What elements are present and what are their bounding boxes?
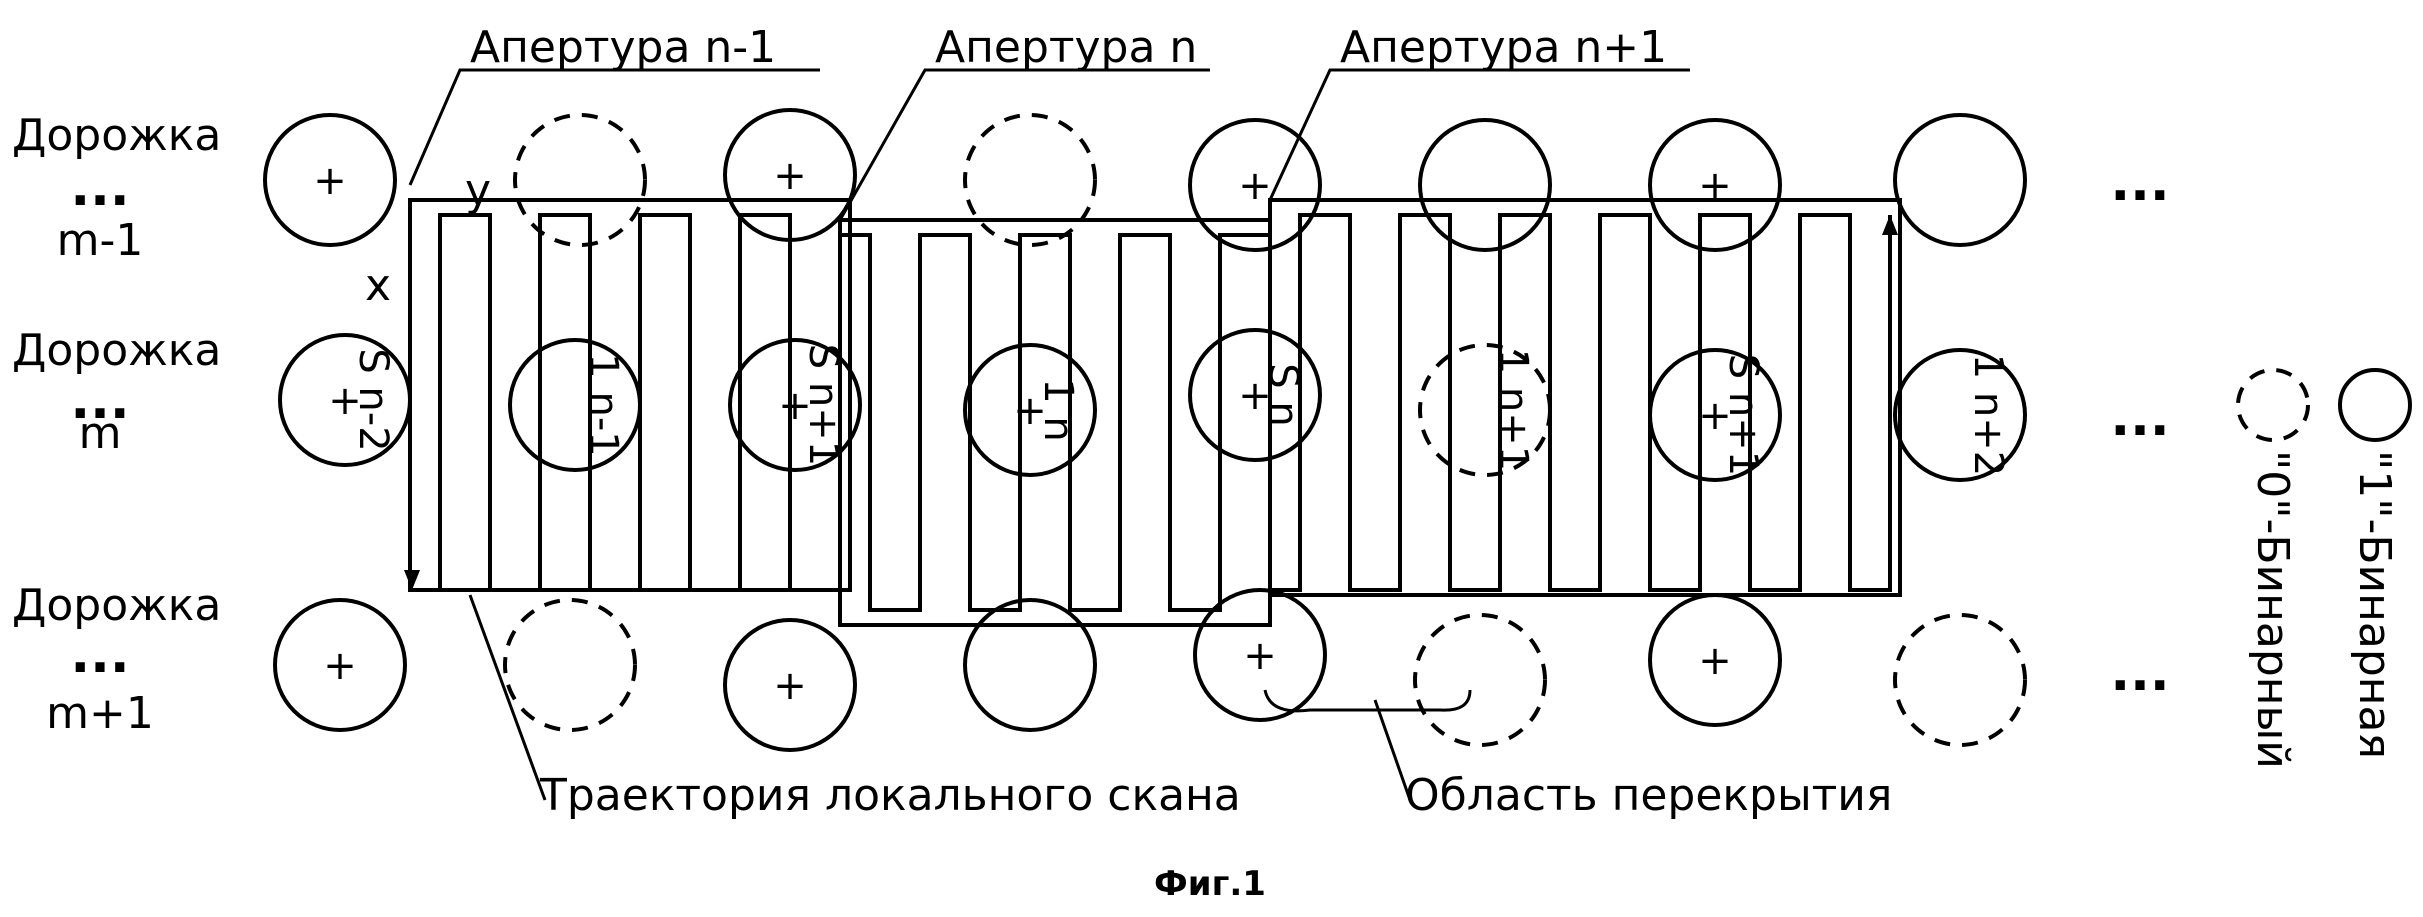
plus-sign: + [323, 643, 357, 689]
legend-zero-symbol [2238, 370, 2308, 440]
scan-leader [470, 595, 545, 800]
mark-index-labels: S n-2 1 n-1 S n+1 1 n S n 1 n+1 S n+1 1 … [350, 344, 2011, 476]
mark-label: 1 n [1035, 378, 1081, 442]
mark-label: 1 n-1 [580, 353, 626, 456]
track-name: Дорожка [12, 580, 221, 631]
aperture-label-n-1: Апертура n-1 [470, 22, 776, 73]
scan-arrow-up [1882, 215, 1898, 235]
scan-meander-right [1270, 215, 1890, 590]
scan-trajectory-label: Траектория локального скана [539, 770, 1241, 821]
track-dots: ... [70, 625, 129, 685]
mark-label: S n [1260, 363, 1306, 426]
mark-row-middle: + + + + + ... [280, 330, 2170, 480]
binary-zero-mark [505, 600, 635, 730]
legend-one-symbol [2340, 370, 2410, 440]
legend: "0"-Бинарный "1"-Бинарная [2238, 370, 2410, 769]
x-axis-label: x [365, 260, 391, 311]
track-name: Дорожка [12, 110, 221, 161]
binary-one-mark [965, 600, 1095, 730]
track-index: m-1 [57, 215, 144, 266]
binary-one-mark [1420, 120, 1550, 250]
mark-row-bottom: + + + + ... [275, 590, 2170, 750]
mark-label: 1 n+1 [1490, 349, 1536, 471]
binary-zero-mark [1895, 615, 2025, 745]
plus-sign: + [1238, 163, 1272, 209]
mark-label: S n+1 [800, 344, 846, 466]
aperture-leader-n [840, 70, 1210, 220]
ellipsis-bottom: ... [2110, 643, 2169, 703]
track-label-m-1: Дорожка ... m-1 [12, 110, 221, 266]
ellipsis-top: ... [2110, 153, 2169, 213]
binary-zero-mark [1415, 615, 1545, 745]
overlap-region-label: Область перекрытия [1405, 770, 1892, 821]
scan-trajectory [404, 200, 1898, 610]
figure-caption: Фиг.1 [1154, 864, 1266, 904]
plus-sign: + [773, 153, 807, 199]
y-axis-label: y [465, 165, 491, 216]
mark-label: S n+1 [1720, 354, 1766, 476]
mark-label: 1 n+2 [1965, 354, 2011, 476]
legend-zero-label: "0"-Бинарный [2247, 450, 2298, 769]
plus-sign: + [313, 158, 347, 204]
track-index: m+1 [46, 688, 154, 739]
legend-one-label: "1"-Бинарная [2349, 450, 2400, 759]
plus-sign: + [1698, 163, 1732, 209]
ellipsis-middle: ... [2110, 388, 2169, 448]
plus-sign: + [1243, 633, 1277, 679]
track-dots: ... [70, 158, 129, 218]
track-name: Дорожка [12, 325, 221, 376]
aperture-leader-n-plus-1 [1270, 70, 1690, 200]
binary-zero-mark [515, 115, 645, 245]
track-label-m: Дорожка ... m [12, 325, 221, 459]
plus-sign: + [1698, 638, 1732, 684]
aperture-rect-n-plus-1 [1270, 200, 1900, 595]
plus-sign: + [773, 663, 807, 709]
track-index: m [79, 408, 122, 459]
mark-label: S n-2 [350, 348, 396, 451]
track-label-m-plus-1: Дорожка ... m+1 [12, 580, 221, 739]
mark-row-top: + + + + ... [265, 110, 2170, 250]
aperture-label-n: Апертура n [935, 22, 1197, 73]
aperture-label-n-plus-1: Апертура n+1 [1340, 22, 1667, 73]
binary-one-mark [1895, 115, 2025, 245]
scan-arrow-down [404, 570, 420, 590]
binary-zero-mark [965, 115, 1095, 245]
